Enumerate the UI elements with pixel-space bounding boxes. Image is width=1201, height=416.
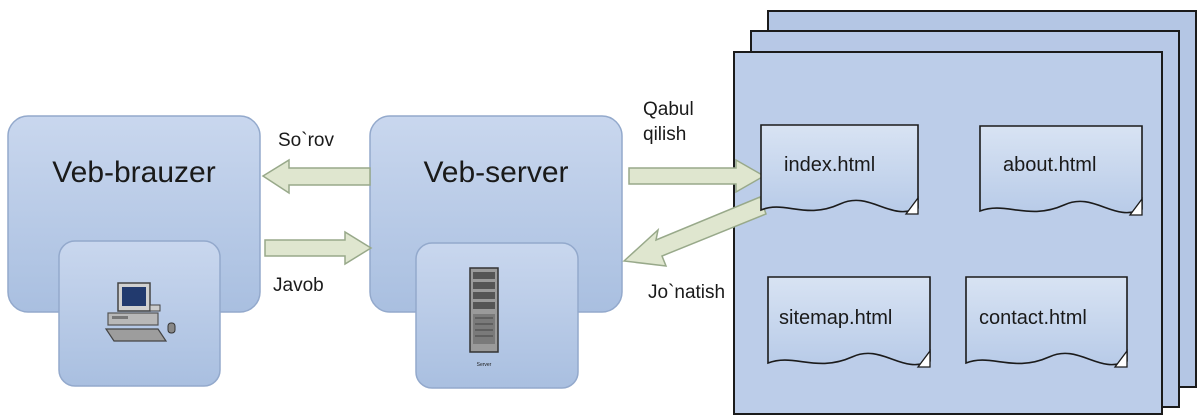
browser-title: Veb-brauzer <box>52 156 215 189</box>
file-about-label: about.html <box>1003 154 1096 176</box>
file-about: about.html <box>979 125 1143 216</box>
send-label: Jo`natish <box>648 282 725 303</box>
file-contact-label: contact.html <box>979 307 1087 329</box>
server-icon-caption: Server <box>477 362 492 368</box>
receive-label-line1: Qabul <box>643 99 694 120</box>
file-index-shape <box>760 124 919 213</box>
file-contact: contact.html <box>965 276 1128 368</box>
file-index: index.html <box>760 124 919 215</box>
server-tower-icon <box>469 267 499 353</box>
server-node: Veb-server Server <box>369 115 623 389</box>
file-sitemap-label: sitemap.html <box>779 307 892 329</box>
receive-arrow <box>628 158 766 194</box>
response-label: Javob <box>273 275 324 296</box>
browser-node: Veb-brauzer <box>7 115 261 387</box>
file-sitemap: sitemap.html <box>767 276 931 368</box>
request-arrow <box>261 158 371 195</box>
file-sitemap-shape <box>767 276 931 366</box>
receive-label-line2: qilish <box>643 124 686 145</box>
arrows <box>261 158 767 267</box>
file-contact-shape <box>965 276 1128 366</box>
file-about-shape <box>979 125 1143 214</box>
computer-icon <box>104 282 176 342</box>
response-arrow <box>264 230 373 266</box>
server-title: Veb-server <box>423 156 568 189</box>
file-about-fold <box>1128 197 1143 216</box>
file-contact-fold <box>1113 349 1128 368</box>
request-label: So`rov <box>278 130 334 151</box>
file-index-fold <box>904 196 919 215</box>
file-sitemap-fold <box>916 349 931 368</box>
file-index-label: index.html <box>784 154 875 176</box>
